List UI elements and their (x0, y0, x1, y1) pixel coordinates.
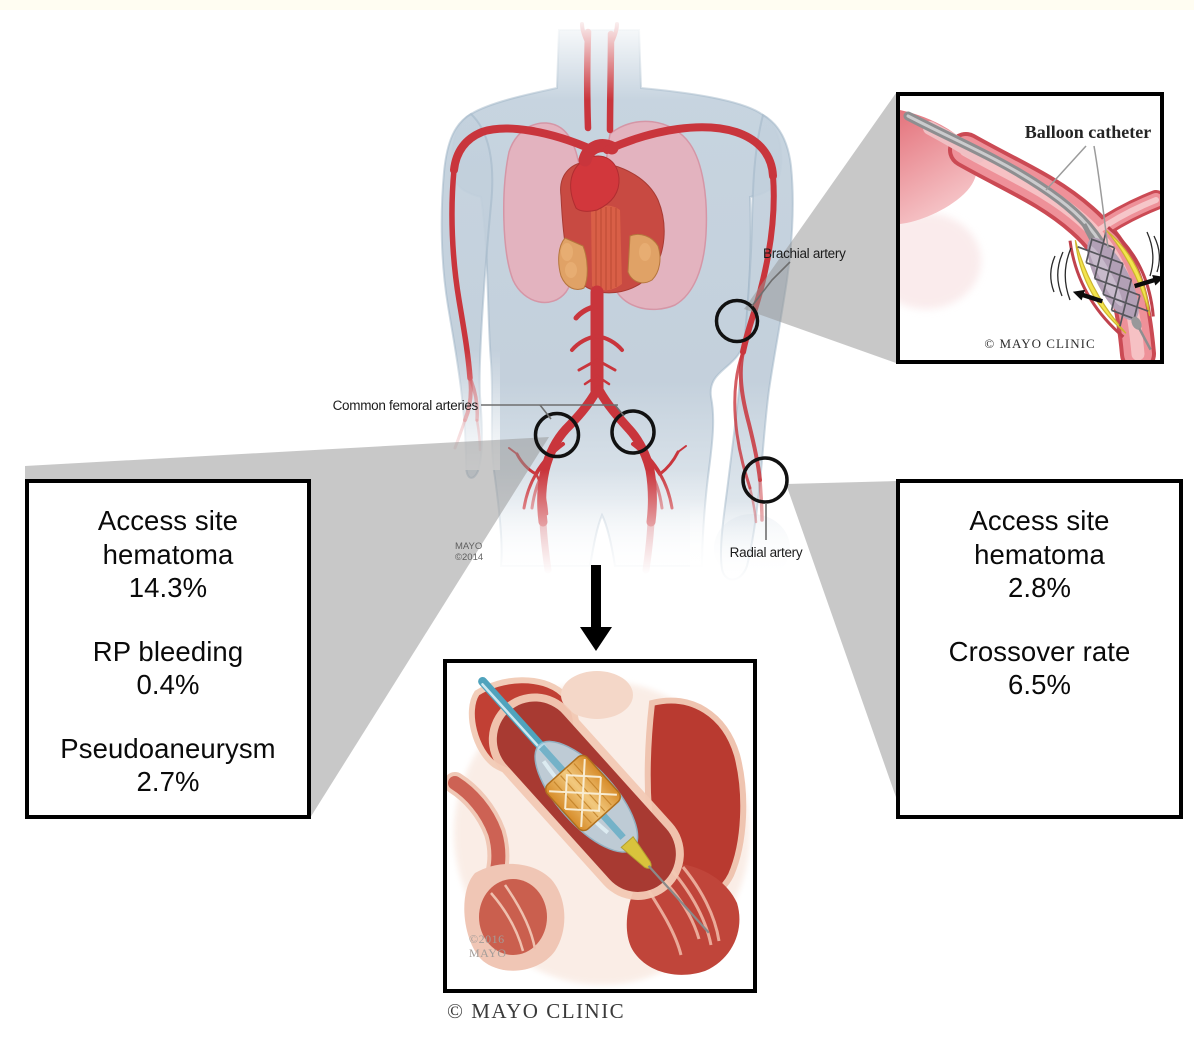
aorta-and-device (478, 677, 710, 934)
stat-label-line: RP bleeding (92, 635, 244, 667)
stat-entry: Access site hematoma 2.8% (900, 504, 1179, 605)
catheter-shaft (903, 111, 1105, 247)
delivery-catheter (478, 677, 548, 753)
top-strip (0, 0, 1194, 10)
head-fade-overlay (520, 20, 710, 100)
balloon-highlight (1088, 245, 1123, 307)
renal-branch (595, 334, 624, 352)
stat-entry: RP bleeding 0.4% (29, 635, 307, 702)
stent-mesh (1077, 231, 1149, 327)
renal-branch (570, 334, 599, 352)
femoral-leader-line (539, 404, 552, 420)
stat-entry: Crossover rate 6.5% (900, 635, 1179, 702)
aorta-branch (595, 374, 611, 386)
aorta-branch (583, 374, 599, 386)
aorta-branch (577, 358, 599, 372)
valve-inset-illustration: ©2016 MAYO (444, 671, 750, 985)
label-leader-lines (1045, 145, 1109, 249)
stat-label-line: hematoma (102, 538, 234, 570)
guidewire (647, 865, 710, 934)
stat-value: 0.4% (136, 669, 200, 700)
stat-value: 6.5% (1007, 669, 1072, 700)
stat-label-line: Access site (97, 505, 239, 536)
body-watermark-line1: MAYO (455, 541, 482, 552)
access-site-circle-radial (741, 456, 789, 504)
expansion-arrows (1072, 274, 1165, 304)
body-watermark-line2: ©2014 (455, 552, 483, 563)
right-subclavian (603, 123, 777, 180)
balloon-inset-illustration: Balloon catheter © MAYO CLINIC (871, 110, 1166, 372)
vessel-bulge-wall (1068, 240, 1125, 339)
stat-label-line: Access site (969, 505, 1110, 536)
brachial-leader-line (751, 261, 791, 307)
callout-wedge-radial (786, 481, 897, 800)
stenosis-balloon-stent (1068, 223, 1155, 351)
auricle-lump (639, 243, 651, 261)
access-site-circle-femoral-right (610, 409, 656, 455)
radial-label: Radial artery (730, 545, 803, 560)
femoral-stats-box: Access site hematoma 14.3% RP bleeding 0… (25, 479, 311, 819)
bottom-mayo-credit: © MAYO CLINIC (447, 999, 626, 1023)
access-site-circles (533, 298, 789, 504)
auricle-lump (561, 243, 573, 261)
callout-wedge-brachial (744, 93, 896, 363)
stat-entry: Pseudoaneurysm 2.7% (29, 732, 307, 799)
catheter-highlight (481, 683, 542, 750)
vessel-bulge-wall (1107, 226, 1155, 317)
branch-lumen (1093, 197, 1159, 235)
left-subclavian (450, 124, 597, 174)
valve-watermark-line2: MAYO (469, 946, 507, 960)
auricle-lump (565, 262, 577, 278)
atrium-strands (490, 884, 537, 952)
plaque-right (1105, 229, 1151, 317)
common-femoral-label: Common femoral arteries (333, 398, 479, 413)
valve-watermark-line1: ©2016 (469, 932, 505, 946)
stat-label-line: Crossover rate (948, 635, 1131, 667)
vessel-fade-lobe (871, 213, 981, 309)
valve-mesh (549, 759, 617, 827)
aorta-branch (595, 358, 617, 372)
balloon-catheter-inset: Balloon catheter © MAYO CLINIC (871, 92, 1166, 372)
access-site-circle-brachial (714, 298, 760, 344)
femoral-leader-line (614, 404, 625, 417)
stat-entry: Access site hematoma 14.3% (29, 504, 307, 605)
radial-stats-box: Access site hematoma 2.8% Crossover rate… (896, 479, 1183, 819)
upper-pale-lobe (561, 671, 633, 719)
balloon-catheter-label: Balloon catheter (1025, 122, 1151, 142)
valve-deployment-inset: ©2016 MAYO (443, 659, 757, 993)
guidewire (1138, 327, 1152, 351)
arrow-left (1072, 289, 1103, 304)
down-arrow (580, 565, 612, 651)
access-site-circle-femoral-left (533, 411, 581, 459)
balloon-distal-tip (1131, 316, 1142, 330)
heart (558, 155, 665, 294)
right-iliac-twig (677, 445, 687, 453)
radial-artery-path (738, 350, 762, 482)
stat-value: 2.7% (136, 766, 200, 797)
ventricle-striations (595, 207, 617, 290)
leader-lines (481, 261, 791, 540)
catheter-tip (1081, 223, 1095, 242)
stat-value: 2.8% (1007, 572, 1072, 603)
stat-label-line: Pseudoaneurysm (60, 732, 276, 764)
brachial-label: Brachial artery (763, 246, 846, 261)
celiac-branch (573, 303, 600, 321)
plaque-left (1074, 239, 1127, 334)
mayo-clinic-credit: © MAYO CLINIC (984, 336, 1095, 351)
aortic-root (570, 155, 620, 212)
arrow-right (1133, 274, 1165, 289)
stat-value: 14.3% (128, 572, 208, 603)
stat-label-line: hematoma (974, 538, 1105, 570)
